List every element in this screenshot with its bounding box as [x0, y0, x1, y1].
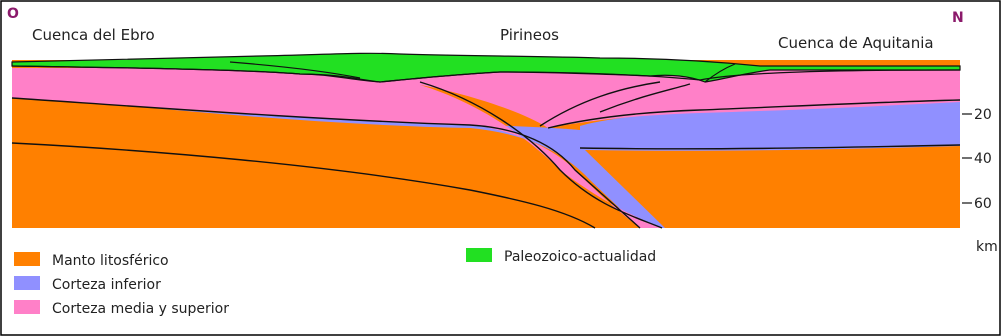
depth-label-20: 20 — [974, 107, 992, 123]
legend-label-mantle: Manto litosférico — [52, 253, 169, 269]
legend-swatch-sediments — [466, 248, 492, 262]
north-label: N — [952, 10, 964, 26]
label-ebro-basin: Cuenca del Ebro — [32, 26, 155, 44]
depth-label-40: 40 — [974, 151, 992, 167]
depth-unit: km — [976, 239, 998, 255]
legend-swatch-upper-crust — [14, 300, 40, 314]
legend-swatch-lower-crust — [14, 276, 40, 290]
legend-swatch-mantle — [14, 252, 40, 266]
west-label: O — [7, 6, 19, 22]
cross-section — [12, 53, 960, 228]
label-aquitaine-basin: Cuenca de Aquitania — [778, 34, 934, 52]
legend-label-sediments: Paleozoico-actualidad — [504, 249, 656, 265]
legend-label-upper-crust: Corteza media y superior — [52, 301, 229, 317]
label-pyrenees: Pirineos — [500, 26, 559, 44]
legend-label-lower-crust: Corteza inferior — [52, 277, 161, 293]
depth-label-60: 60 — [974, 196, 992, 212]
